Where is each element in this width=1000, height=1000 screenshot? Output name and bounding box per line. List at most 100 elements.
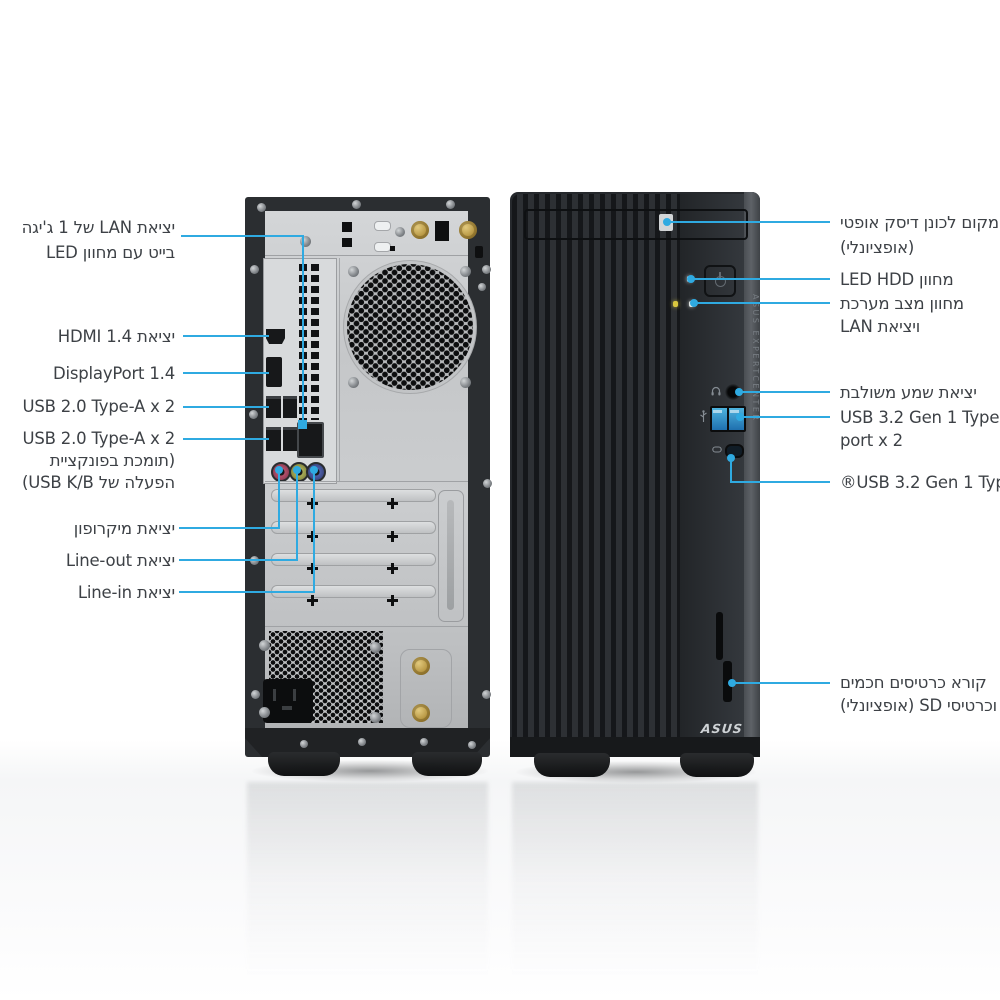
screw <box>482 265 491 274</box>
knockout-square <box>342 222 352 232</box>
asus-logo: ASUS <box>700 721 744 736</box>
antenna-connector <box>459 221 477 239</box>
screw <box>249 410 258 419</box>
panel-seam <box>339 258 340 481</box>
tower-foot <box>534 753 610 777</box>
callout-line-statusled <box>695 302 830 304</box>
callout-line-usb32a <box>741 416 830 418</box>
label-optical: מקום לכונן דיסק אופטי (אופציונלי) <box>840 213 999 257</box>
usb2-port <box>283 427 297 451</box>
knockout-rect <box>435 221 449 241</box>
callout-anchor <box>727 454 735 462</box>
label-usb32c: USB 3.2 Gen 1 Type-C® <box>840 473 1000 492</box>
callout-anchor <box>663 218 671 226</box>
slot-bracket <box>438 490 464 622</box>
callout-line-displayport <box>183 372 269 374</box>
callout-anchor <box>298 420 307 429</box>
callout-line-lineout <box>179 559 298 561</box>
front-port-column <box>680 194 744 738</box>
hdmi-port <box>266 329 285 344</box>
fan-grille <box>347 264 473 390</box>
callout-anchor <box>735 388 743 396</box>
knockout-square <box>342 238 352 247</box>
slot-screw <box>307 595 318 606</box>
callout-anchor <box>310 466 318 474</box>
screw <box>259 707 270 718</box>
kensington-lock-slot <box>475 246 483 258</box>
front-ribs <box>512 194 680 738</box>
screw <box>468 741 476 749</box>
ac-power-inlet <box>263 679 313 723</box>
label-combo-audio: יציאת שמע משולבת <box>840 383 977 402</box>
callout-anchor <box>736 413 744 421</box>
callout-anchor <box>687 275 695 283</box>
label-mic: יציאת מיקרופון <box>73 519 175 538</box>
slot-screw <box>387 498 398 509</box>
thumbscrew <box>412 657 430 675</box>
callout-line-lan <box>181 235 304 237</box>
panel-seam <box>265 626 468 627</box>
side-panel-latch <box>400 649 452 728</box>
callout-line-mic <box>179 527 280 529</box>
label-status-led: מחוון מצב מערכת ויציאת LAN <box>840 294 964 336</box>
callout-anchor <box>275 466 283 474</box>
callout-line-lan <box>302 235 304 424</box>
usb-icon <box>700 410 707 422</box>
ac-pin <box>293 689 296 701</box>
screw <box>352 200 361 209</box>
tower-foot <box>268 752 340 776</box>
knockout-slot <box>374 242 391 252</box>
optical-drive-bay <box>524 209 748 240</box>
knockout-dot <box>390 246 395 251</box>
screw <box>395 227 405 237</box>
label-hdd-led: מחוון LED HDD <box>840 270 954 289</box>
usb-c-icon <box>712 446 722 453</box>
displayport-port <box>266 357 282 387</box>
bracket-vent <box>311 264 319 420</box>
callout-line-linein <box>313 470 315 593</box>
callout-anchor <box>293 466 301 474</box>
slot-screw <box>387 595 398 606</box>
callout-line-usb32c <box>730 457 732 483</box>
callout-line-mic <box>278 470 280 529</box>
callout-line-lineout <box>296 470 298 561</box>
side-model-text: ASUS EXPERTCENTER <box>751 293 760 423</box>
screw <box>370 642 381 653</box>
screw <box>250 265 259 274</box>
label-lineout: יציאת Line-out <box>65 551 175 570</box>
callout-line-hdmi <box>183 335 269 337</box>
callout-line-usb2-b <box>183 438 269 440</box>
label-usb20-a: USB 2.0 Type-A x 2 <box>22 397 175 416</box>
usb2-port <box>283 396 297 418</box>
callout-anchor <box>728 679 736 687</box>
status-led-yellow <box>673 301 678 307</box>
slot-screw <box>387 563 398 574</box>
headset-icon <box>711 386 721 396</box>
screw <box>251 690 260 699</box>
callout-line-usb32c <box>730 481 830 483</box>
callout-line-hddled <box>692 278 830 280</box>
power-button <box>704 265 736 297</box>
knockout-slot <box>374 221 391 231</box>
callout-anchor <box>690 299 698 307</box>
screw <box>300 740 308 748</box>
callout-line-usb2-a <box>183 406 269 408</box>
antenna-connector <box>411 221 429 239</box>
screw <box>420 738 428 746</box>
screw <box>348 266 359 277</box>
panel-seam <box>265 255 468 256</box>
ac-pin <box>273 689 276 701</box>
slot-screw <box>307 498 318 509</box>
sd-card-slot <box>723 661 732 702</box>
screw <box>460 266 471 277</box>
label-usb32a: USB 3.2 Gen 1 Type-A port x 2 <box>840 408 1000 450</box>
smart-card-slot <box>716 612 723 660</box>
usb2-port <box>266 427 281 451</box>
label-card-reader: קורא כרטיסים חכמים וכרטיסי SD (אופציונלי… <box>840 673 997 715</box>
front-side-edge <box>744 192 760 740</box>
floor-shadow <box>252 760 488 782</box>
floor-shadow <box>516 761 756 783</box>
label-displayport: DisplayPort 1.4 <box>52 364 175 383</box>
screw <box>446 200 455 209</box>
slot-screw <box>307 531 318 542</box>
